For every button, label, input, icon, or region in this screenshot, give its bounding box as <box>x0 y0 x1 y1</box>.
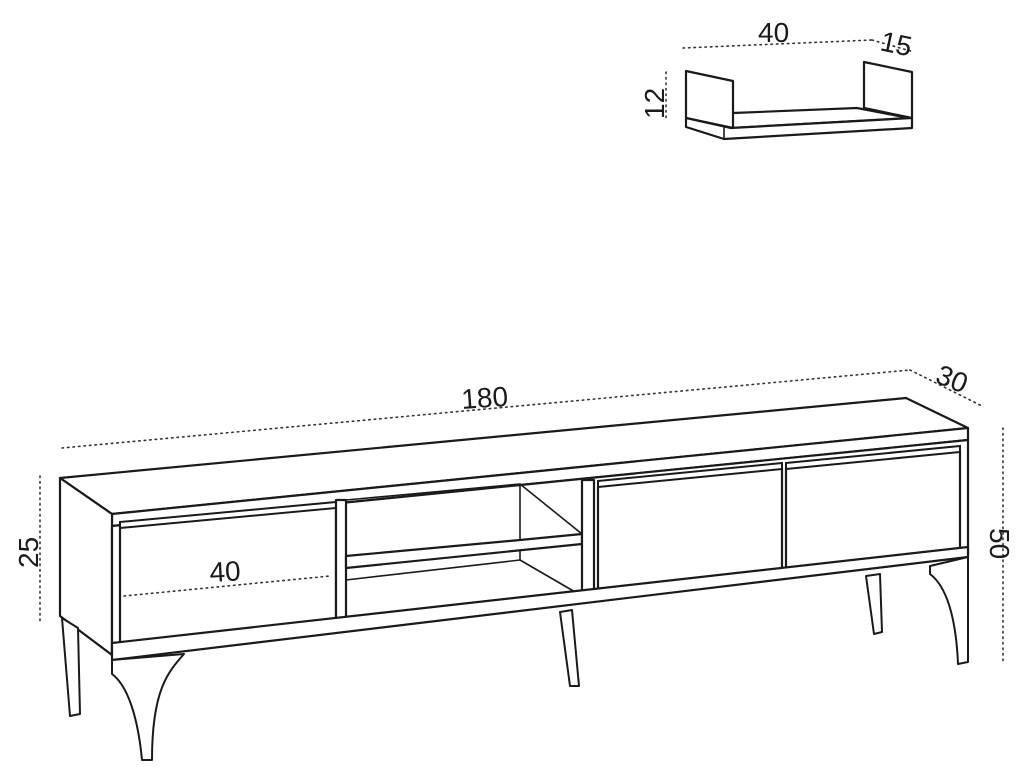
drawer-width-label: 40 <box>209 555 242 588</box>
back-right-leg <box>865 573 883 635</box>
shelf-width-dimension-line <box>682 39 873 49</box>
shelf-height-label: 12 <box>639 88 670 119</box>
shelf-depth-dimension-line <box>871 39 915 53</box>
front-left-leg <box>61 617 81 717</box>
back-left-leg <box>559 609 580 687</box>
right-door-left-handle <box>597 461 783 489</box>
tv-cabinet <box>58 396 970 761</box>
right-door-right-handle <box>785 444 961 471</box>
cabinet-width-label: 180 <box>460 381 509 415</box>
front-right-leg <box>929 556 969 665</box>
shelf-width-label: 40 <box>758 17 789 48</box>
cabinet-depth-dimension-line <box>909 369 983 407</box>
front-center-leg <box>111 653 185 761</box>
cabinet-width-dimension-line <box>61 369 911 449</box>
cabinet-total-height-label: 50 <box>984 528 1015 559</box>
cabinet-depth-label: 30 <box>932 359 973 399</box>
shelf-depth-label: 15 <box>878 26 915 63</box>
wall-shelf <box>684 60 914 141</box>
cabinet-body-height-label: 25 <box>13 537 44 568</box>
drawer-width-dimension-line <box>123 575 331 597</box>
